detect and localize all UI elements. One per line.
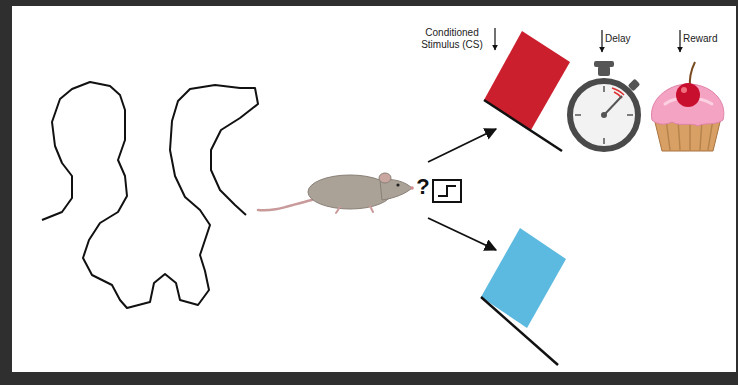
step-symbol bbox=[433, 180, 461, 202]
delay-label: Delay bbox=[605, 33, 645, 45]
stopwatch bbox=[570, 61, 640, 149]
cupcake bbox=[651, 62, 723, 151]
leader-arrow bbox=[494, 28, 495, 50]
question-mark: ? bbox=[414, 174, 432, 199]
reward-label: Reward bbox=[683, 33, 733, 45]
leader-arrow bbox=[679, 30, 680, 52]
blue-flag bbox=[481, 228, 566, 365]
stimulus-label: Conditioned Stimulus (CS) bbox=[414, 27, 490, 50]
choice-arrow bbox=[428, 129, 496, 162]
red-flag bbox=[484, 31, 570, 151]
choice-arrow bbox=[428, 218, 496, 250]
leader-arrow bbox=[601, 30, 602, 52]
maze-outline bbox=[42, 82, 258, 308]
rat bbox=[258, 173, 414, 213]
